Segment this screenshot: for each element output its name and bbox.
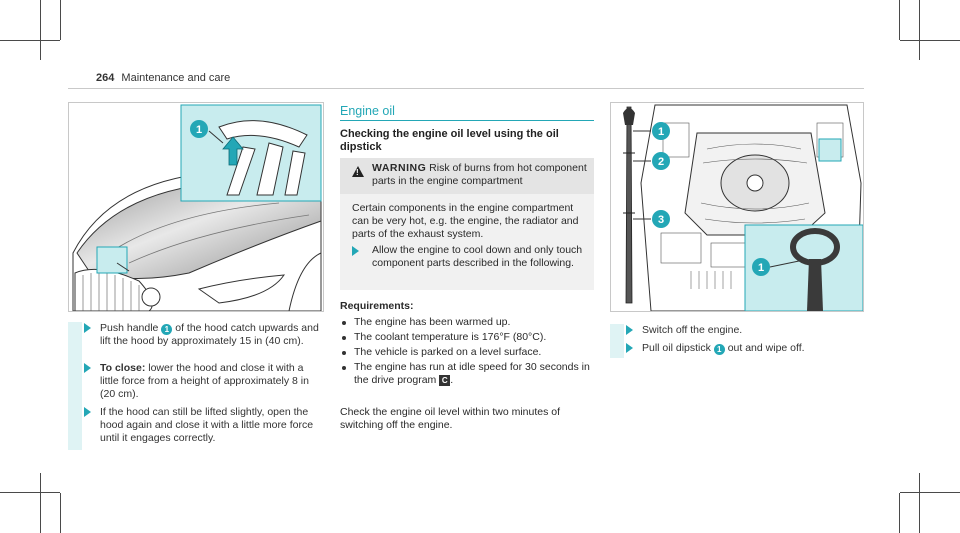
page-number: 264	[96, 72, 115, 84]
hood-illustration: 1	[68, 102, 324, 312]
section-divider	[340, 120, 594, 121]
warning-headline: WARNING Risk of burns from hot component…	[372, 162, 587, 187]
crop-mark	[899, 493, 900, 533]
requirements-title: Requirements:	[340, 300, 414, 312]
crop-mark	[900, 492, 960, 493]
crop-mark	[899, 0, 900, 40]
crop-mark	[900, 40, 960, 41]
step-hood-lifted: If the hood can still be lifted slightly…	[68, 406, 324, 450]
callout-1: 1	[161, 324, 173, 335]
page-header: 264 Maintenance and care	[96, 72, 230, 84]
list-item: The engine has been warmed up.	[340, 316, 594, 329]
step-arrow-icon	[84, 323, 91, 333]
warning-header	[340, 158, 594, 194]
warning-box: WARNING Risk of burns from hot component…	[340, 158, 594, 290]
inset-callout-1: 1	[758, 262, 764, 274]
crop-mark	[919, 473, 920, 533]
list-item: The vehicle is parked on a level surface…	[340, 346, 594, 359]
crop-mark	[919, 0, 920, 60]
step-pull-dipstick: Pull oil dipstick 1 out and wipe off.	[610, 342, 864, 362]
requirements-list: The engine has been warmed up. The coola…	[340, 316, 594, 389]
crop-mark	[60, 0, 61, 40]
step-push-handle: Push handle 1 of the hood catch upwards …	[68, 322, 324, 450]
step-arrow-icon	[84, 407, 91, 417]
crop-mark	[60, 493, 61, 533]
step-arrow-icon	[626, 343, 633, 353]
engine-callout-2: 2	[658, 156, 664, 168]
section-name: Maintenance and care	[121, 72, 231, 84]
step-arrow-icon	[352, 246, 359, 256]
crop-mark	[0, 492, 60, 493]
list-item: The engine has run at idle speed for 30 …	[340, 361, 594, 387]
engine-callout-1: 1	[658, 126, 664, 138]
crop-mark	[0, 40, 60, 41]
header-divider	[68, 88, 864, 89]
step-arrow-icon	[84, 363, 91, 373]
hood-callout-1: 1	[196, 124, 202, 136]
warning-triangle-icon	[352, 166, 364, 177]
section-title: Engine oil	[340, 104, 395, 118]
crop-mark	[40, 473, 41, 533]
warning-body: Certain components in the engine compart…	[352, 202, 579, 240]
engine-illustration: 1 2 3 1	[610, 102, 864, 312]
check-note: Check the engine oil level within two mi…	[340, 406, 561, 431]
crop-mark	[40, 0, 41, 60]
engine-callout-3: 3	[658, 214, 664, 226]
step-arrow-icon	[626, 325, 633, 335]
subsection-title: Checking the engine oil level using the …	[340, 128, 559, 153]
step-switch-off: Switch off the engine.	[610, 324, 864, 358]
list-item: The coolant temperature is 176°F (80°C).	[340, 331, 594, 344]
step-to-close: To close: lower the hood and close it wi…	[68, 362, 324, 402]
drive-program-c-icon: C	[439, 375, 451, 386]
callout-1: 1	[713, 344, 725, 355]
